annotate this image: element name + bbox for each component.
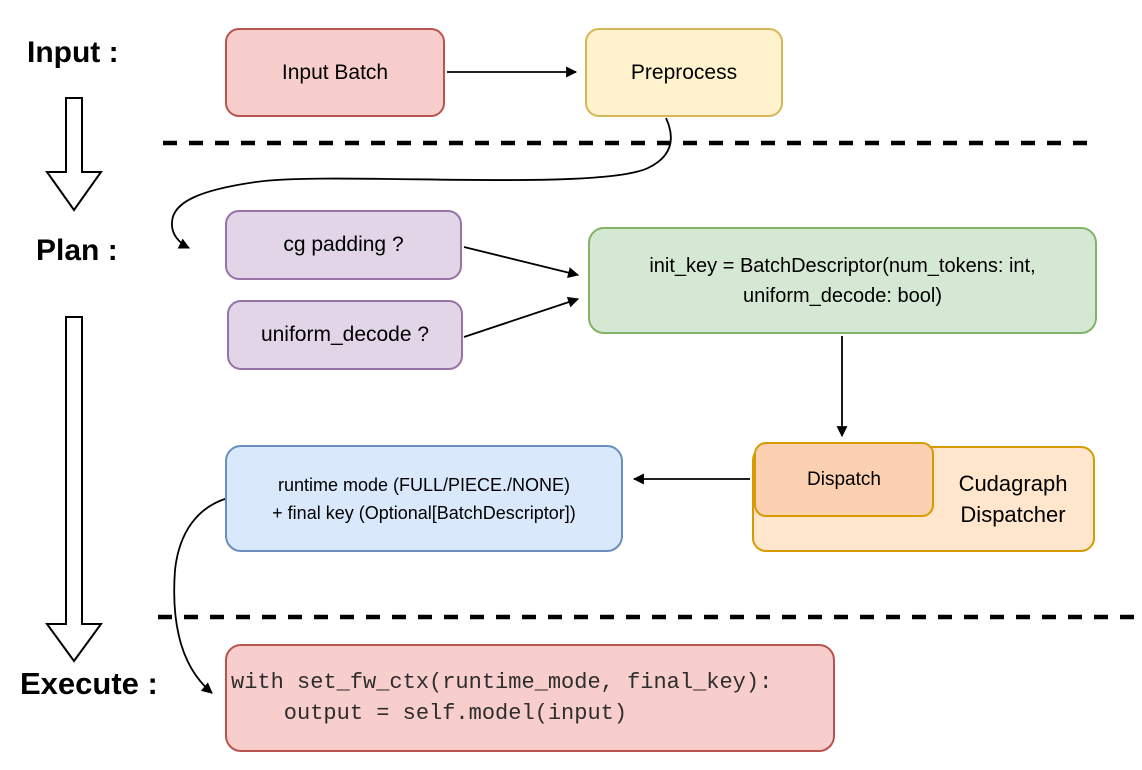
node-preprocess-label: Preprocess <box>630 60 738 84</box>
node-runtime-result-line1: runtime mode (FULL/PIECE./NONE) <box>277 474 571 495</box>
node-cg-padding: cg padding ? <box>225 210 462 280</box>
edge-uniformdecode-to-initkey <box>463 296 580 338</box>
node-cg-padding-label: cg padding ? <box>283 233 404 256</box>
node-dispatch: Dispatch <box>754 442 934 517</box>
node-cudagraph-dispatcher-line1: Cudagraph <box>958 471 1068 496</box>
edge-preprocess-to-cgpadding <box>171 117 672 249</box>
stage-label-input: Input : <box>27 36 119 69</box>
node-execute-code-line2: output = self.model(input) <box>231 701 628 726</box>
node-cudagraph-dispatcher-line2: Dispatcher <box>960 502 1066 527</box>
node-execute-code: with set_fw_ctx(runtime_mode, final_key)… <box>225 644 835 752</box>
node-input-batch-label: Input Batch <box>281 60 389 84</box>
node-cudagraph-dispatcher-label: Cudagraph Dispatcher <box>939 448 1087 550</box>
node-preprocess: Preprocess <box>585 28 783 117</box>
node-init-key-line2: uniform_decode: bool) <box>742 284 942 307</box>
node-dispatch-label: Dispatch <box>807 468 881 490</box>
node-uniform-decode-label: uniform_decode ? <box>260 323 430 346</box>
stage-label-execute: Execute : <box>20 666 158 701</box>
node-input-batch: Input Batch <box>225 28 445 117</box>
node-init-key: init_key = BatchDescriptor(num_tokens: i… <box>588 227 1097 334</box>
stage-arrow-plan-to-execute-icon <box>45 316 103 663</box>
edge-cgpadding-to-initkey <box>463 246 580 278</box>
stage-label-plan: Plan : <box>36 234 118 267</box>
node-init-key-line1: init_key = BatchDescriptor(num_tokens: i… <box>649 254 1036 277</box>
node-runtime-result-line2: + final key (Optional[BatchDescriptor]) <box>272 502 576 523</box>
node-uniform-decode: uniform_decode ? <box>227 300 463 370</box>
node-runtime-result: runtime mode (FULL/PIECE./NONE) + final … <box>225 445 623 552</box>
stage-arrow-input-to-plan-icon <box>45 97 103 212</box>
edge-runtime-to-execute <box>173 497 229 694</box>
node-execute-code-line1: with set_fw_ctx(runtime_mode, final_key)… <box>231 670 773 695</box>
